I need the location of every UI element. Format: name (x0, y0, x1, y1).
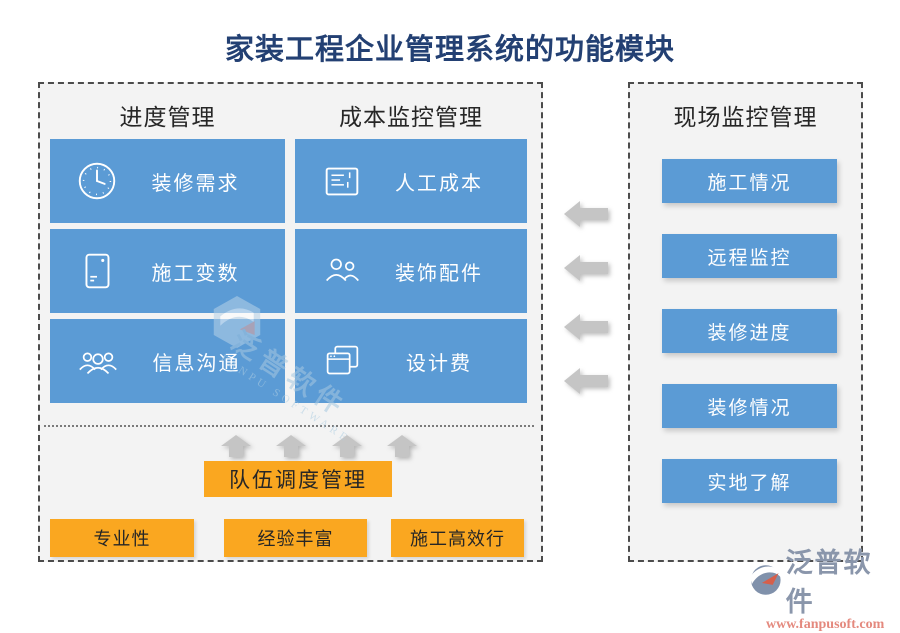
id-card-icon (325, 167, 359, 196)
watermark-corner-brand: 泛普软件 (785, 548, 873, 617)
left-panel: 进度管理 成本监控管理 装修需求 施工变数 信息沟通 (38, 82, 543, 562)
up-arrow-icon (332, 435, 362, 457)
left-arrow-icon (564, 201, 608, 227)
envelope-icon (85, 253, 110, 289)
tag-professionalism: 专业性 (50, 519, 194, 557)
group-icon (79, 352, 117, 375)
module-box-label: 装修需求 (151, 172, 240, 195)
tag-efficient-construction: 施工高效行 (391, 519, 524, 557)
section-divider (44, 425, 534, 427)
up-arrow-icon (387, 435, 417, 457)
module-box-decoration-accessories: 装饰配件 (295, 229, 527, 313)
right-panel: 现场监控管理 施工情况 远程监控 装修进度 装修情况 实地了解 (628, 82, 863, 562)
onsite-item-field-understanding: 实地了解 (662, 459, 837, 503)
module-box-label: 装饰配件 (395, 262, 483, 285)
module-box-label: 人工成本 (395, 172, 483, 195)
module-box-design-fee: 设计费 (295, 319, 527, 403)
clock-icon (78, 162, 116, 200)
module-box-information-communication: 信息沟通 (50, 319, 285, 403)
up-arrow-icon (221, 435, 251, 457)
watermark-corner-url: www.fanpusoft.com (766, 617, 885, 632)
up-arrow-icon (276, 435, 306, 457)
page-title: 家装工程企业管理系统的功能模块 (224, 34, 675, 66)
module-box-decoration-needs: 装修需求 (50, 139, 285, 223)
module-box-label: 信息沟通 (152, 352, 241, 375)
onsite-item-decoration-status: 装修情况 (662, 384, 837, 428)
module-box-label: 施工变数 (151, 262, 240, 285)
column-header-progress: 进度管理 (119, 105, 216, 130)
team-dispatch-title: 队伍调度管理 (204, 461, 392, 497)
onsite-item-decoration-progress: 装修进度 (662, 309, 837, 353)
column-header-onsite: 现场监控管理 (673, 105, 818, 130)
onsite-item-remote-monitoring: 远程监控 (662, 234, 837, 278)
users-icon (326, 258, 359, 282)
left-arrow-icon (564, 368, 608, 394)
windows-icon (326, 345, 359, 375)
module-box-construction-variables: 施工变数 (50, 229, 285, 313)
column-header-cost: 成本监控管理 (339, 105, 483, 130)
module-box-label: 设计费 (406, 352, 472, 375)
fanpu-corner-logo-icon (750, 565, 782, 595)
onsite-item-construction-status: 施工情况 (662, 159, 837, 203)
tag-rich-experience: 经验丰富 (224, 519, 367, 557)
left-arrow-icon (564, 314, 608, 340)
left-arrow-icon (564, 255, 608, 281)
module-box-labor-cost: 人工成本 (295, 139, 527, 223)
watermark-corner: 泛普软件 www.fanpusoft.com (750, 541, 900, 633)
